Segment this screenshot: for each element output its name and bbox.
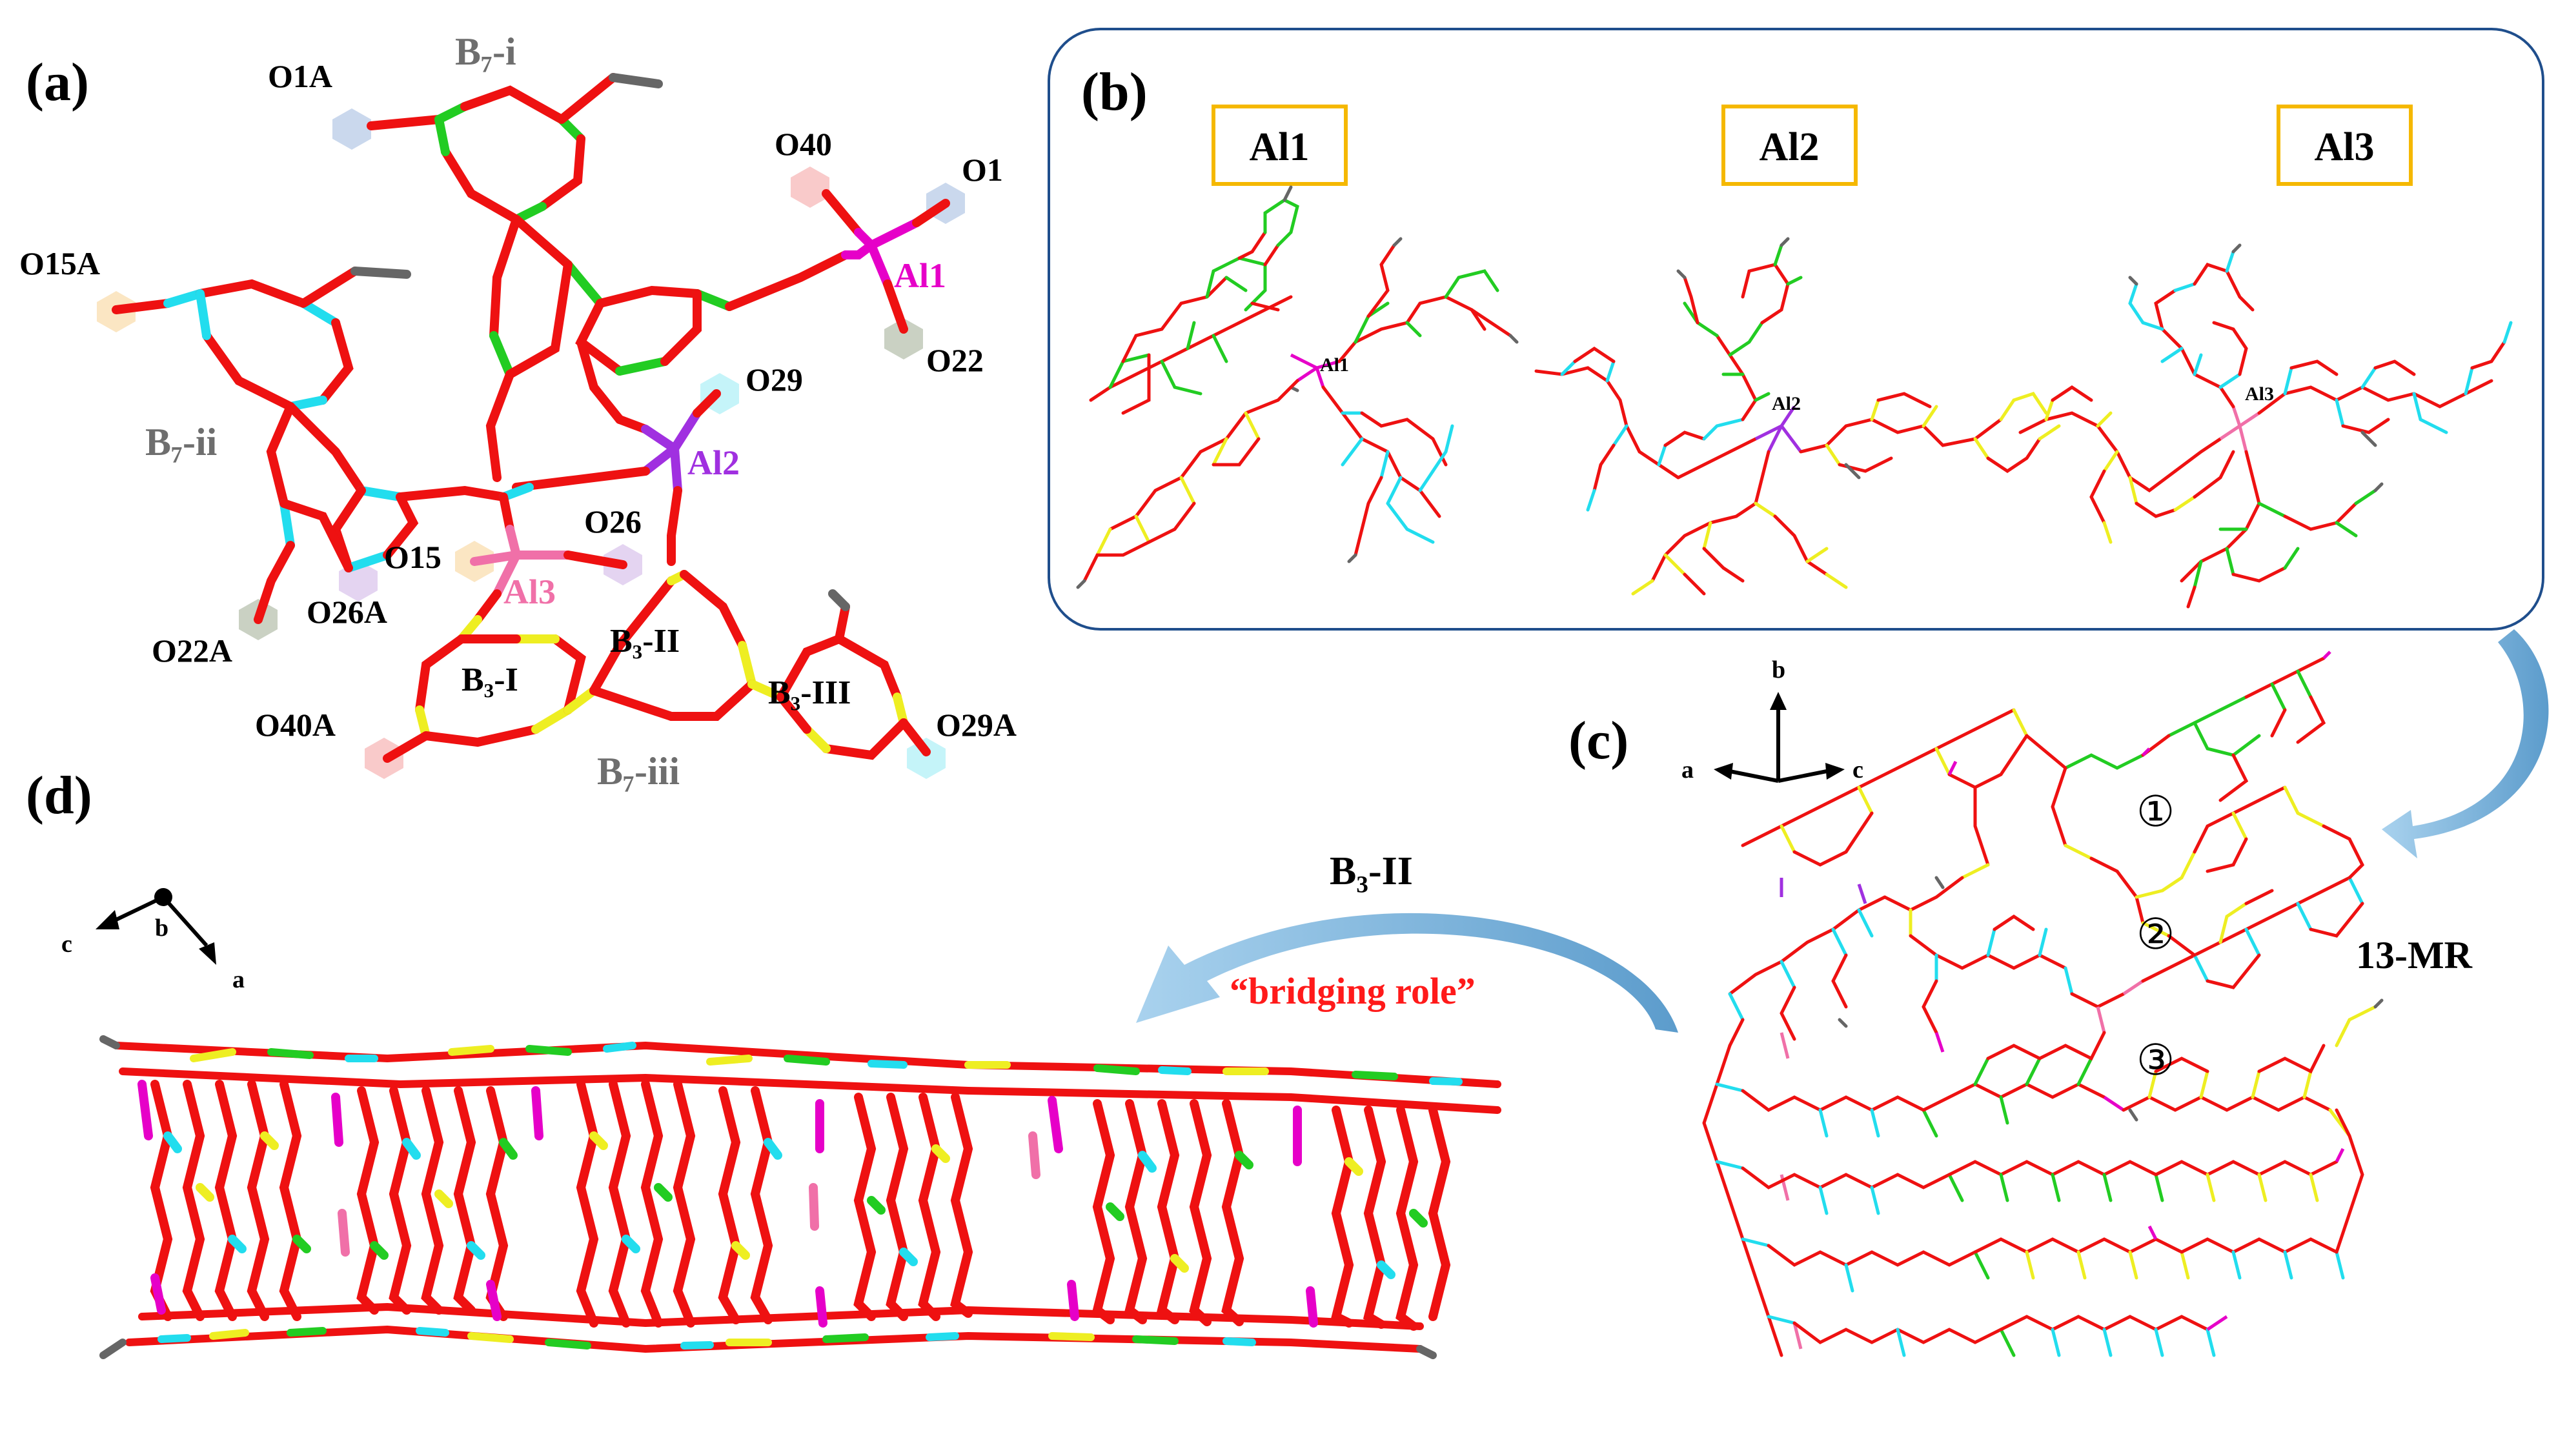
panel-c-axes: b a c [1681,656,1863,784]
small-label-al2: Al2 [1772,393,1801,414]
box-al2-label: Al2 [1760,125,1820,169]
al3-environment [2018,243,2513,609]
label-o26a: O26A [307,594,387,630]
panel-label-b: (b) [1081,62,1148,122]
label-o40a: O40A [255,707,336,743]
hex-o1a [332,108,371,150]
panel-label-c: (c) [1568,711,1628,771]
al1-center [822,189,950,334]
axis-d-b: b [155,915,168,942]
label-13-mr: 13-MR [2356,934,2473,976]
label-o15a: O15A [19,245,100,281]
vertical-pillars [137,1080,1451,1331]
small-label-al3: Al3 [2245,383,2274,405]
hex-o22 [884,318,923,359]
label-b7-iii: B₇-iii [597,750,680,793]
box-al2 [1721,105,1858,186]
b7-ii-cluster [112,267,534,624]
panel-label-a: (a) [26,52,89,112]
box-al3 [2277,105,2413,186]
label-o1a: O1A [268,58,332,94]
b7-i-cluster [367,73,850,482]
al2-environment [1534,237,2061,596]
label-bridging-role: “bridging role” [1230,970,1476,1012]
circled-2: ② [2136,909,2175,959]
arrow-b-to-c [2382,629,2549,858]
panel-a-structure: B₇-i B₇-ii B₇-iii B₃-I B₃-II B₃-III Al1 … [19,30,1017,793]
label-b7-i: B₇-i [455,30,516,73]
al3-center [470,492,627,624]
label-o40: O40 [775,126,832,162]
al2-center [512,389,721,566]
label-al2: Al2 [687,443,740,482]
panel-label-d: (d) [26,765,92,825]
axis-d-a: a [232,966,245,993]
label-o26: O26 [584,503,642,540]
label-al1: Al1 [894,256,946,295]
circled-1: ① [2136,787,2175,836]
panel-b: Al1 Al2 Al3 Al1 [1048,28,2544,631]
label-o29a: O29A [936,707,1017,743]
label-b3-ii: B₃-II [610,623,680,660]
label-o22a: O22A [152,632,232,669]
label-b3-iii: B₃-III [768,674,851,711]
panel-c: b a c [1681,651,2473,1357]
label-al3: Al3 [503,572,556,611]
box-al1 [1212,105,1348,186]
box-al3-label: Al3 [2315,125,2375,169]
axis-c-b: b [1772,656,1785,683]
panel-d: c b a [61,849,1678,1359]
label-o29: O29 [746,361,803,398]
b7-iii-cluster [383,570,931,763]
axis-c-c: c [1852,756,1863,784]
al1-environment [1076,185,1519,589]
framework-13mr [1702,651,2384,1357]
label-b7-ii: B₇-ii [145,421,217,463]
label-o22: O22 [926,342,984,378]
panel-d-axes: c b a [61,888,245,993]
layered-framework [99,1035,1501,1359]
hex-o29a [907,738,946,779]
label-b3-ii-bridge: B₃-II [1330,849,1413,893]
axis-c-a: a [1681,756,1694,784]
hex-o40 [791,167,829,208]
bridging-arrow [1136,913,1678,1033]
circled-3: ③ [2136,1035,2175,1085]
panel-b-frame [1048,28,2544,631]
small-label-al1: Al1 [1320,354,1349,376]
label-b3-i: B₃-I [462,662,518,698]
box-al1-label: Al1 [1250,125,1310,169]
axis-d-c: c [61,931,72,958]
label-o1: O1 [962,152,1003,188]
label-o15: O15 [384,539,441,575]
